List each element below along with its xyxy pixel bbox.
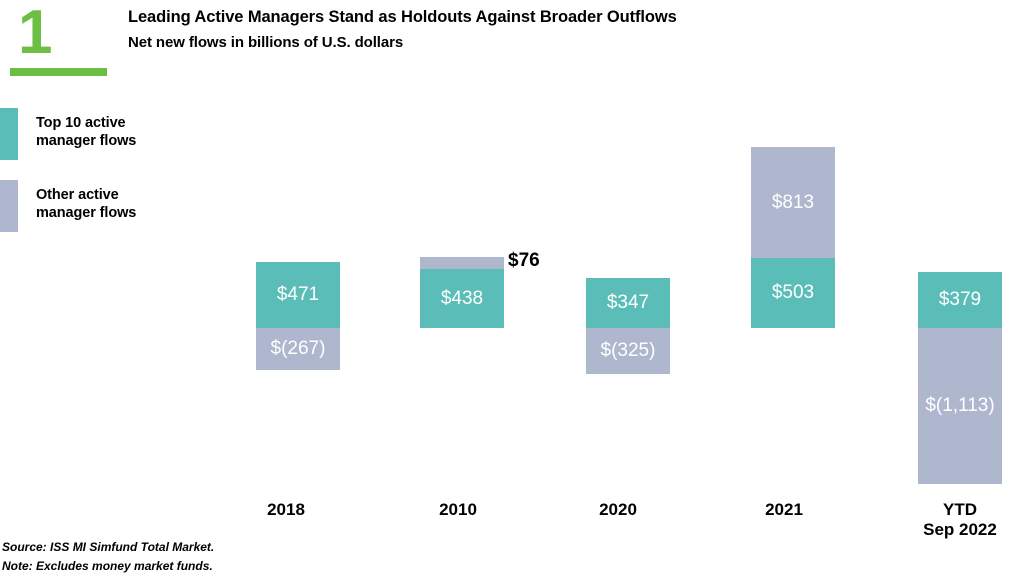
bar-segment: $438 <box>420 269 504 328</box>
bar-value-label: $379 <box>938 289 982 310</box>
bar-segment <box>420 257 504 269</box>
legend-swatch-other-active <box>0 180 18 232</box>
chart-subtitle: Net new flows in billions of U.S. dollar… <box>128 34 404 51</box>
page-title: Leading Active Managers Stand as Holdout… <box>128 8 677 26</box>
source-note: Source: ISS MI Simfund Total Market. <box>2 540 215 554</box>
legend-swatch-top-10-active <box>0 108 18 160</box>
bar-value-label: $813 <box>771 191 815 213</box>
bar-segment: $471 <box>256 262 340 328</box>
bar-group: $379 $(1,113) <box>918 0 1002 580</box>
legend-label-top-10-active: Top 10 active manager flows <box>36 115 137 149</box>
bar-value-label: $503 <box>771 282 815 303</box>
x-axis-category-label: 2021 <box>765 500 803 519</box>
bar-segment: $379 <box>918 272 1002 328</box>
bar-value-label: $(1,113) <box>925 395 995 416</box>
figure-accent-rule <box>10 68 107 76</box>
bar-value-label-outside: $76 <box>508 250 540 271</box>
bar-value-label: $438 <box>440 287 484 309</box>
x-axis-category-label: 2010 <box>439 500 477 519</box>
figure-number: 1 <box>18 0 53 67</box>
x-axis-category-label: 2020 <box>599 500 637 519</box>
bar-group: $813 $503 <box>751 0 835 580</box>
bar-segment: $503 <box>751 258 835 328</box>
bar-value-label: $347 <box>606 292 650 313</box>
bar-segment: $347 <box>586 278 670 328</box>
bar-segment: $813 <box>751 147 835 258</box>
legend-label-other-active: Other active manager flows <box>36 187 137 221</box>
bar-group: $347 $(325) <box>586 0 670 580</box>
bar-segment: $(325) <box>586 328 670 374</box>
bar-value-label: $(267) <box>270 338 326 359</box>
bar-value-label: $(325) <box>600 340 656 361</box>
bar-group: $438 <box>420 0 504 580</box>
x-axis-category-label: 2018 <box>267 500 305 519</box>
bar-segment: $(1,113) <box>918 328 1002 484</box>
bar-group: $471 $(267) <box>256 0 340 580</box>
x-axis-category-label: YTD Sep 2022 <box>923 500 997 539</box>
bar-value-label: $471 <box>276 284 320 305</box>
excludes-note: Note: Excludes money market funds. <box>2 559 213 573</box>
bar-segment: $(267) <box>256 328 340 370</box>
